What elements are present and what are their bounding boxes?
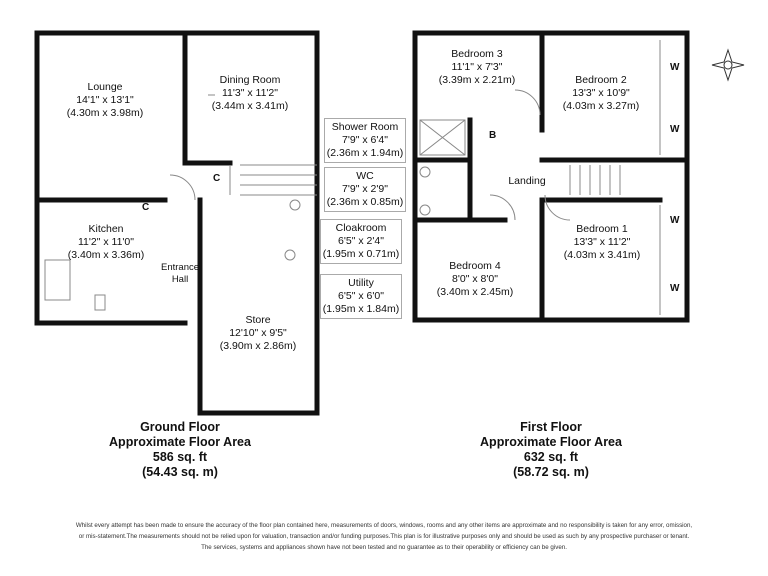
disclaimer: Whilst every attempt has been made to en… [75, 522, 693, 551]
cupboard-label: C [142, 202, 150, 213]
wardrobe-label: W [670, 215, 680, 226]
room-landing: Landing [508, 175, 546, 187]
wardrobe-label: W [670, 283, 680, 294]
boiler-label: B [489, 130, 497, 141]
wardrobe-label: W [670, 62, 680, 73]
wardrobe-label: W [670, 124, 680, 135]
cupboard-label: C [213, 173, 221, 184]
compass-icon [711, 48, 745, 82]
